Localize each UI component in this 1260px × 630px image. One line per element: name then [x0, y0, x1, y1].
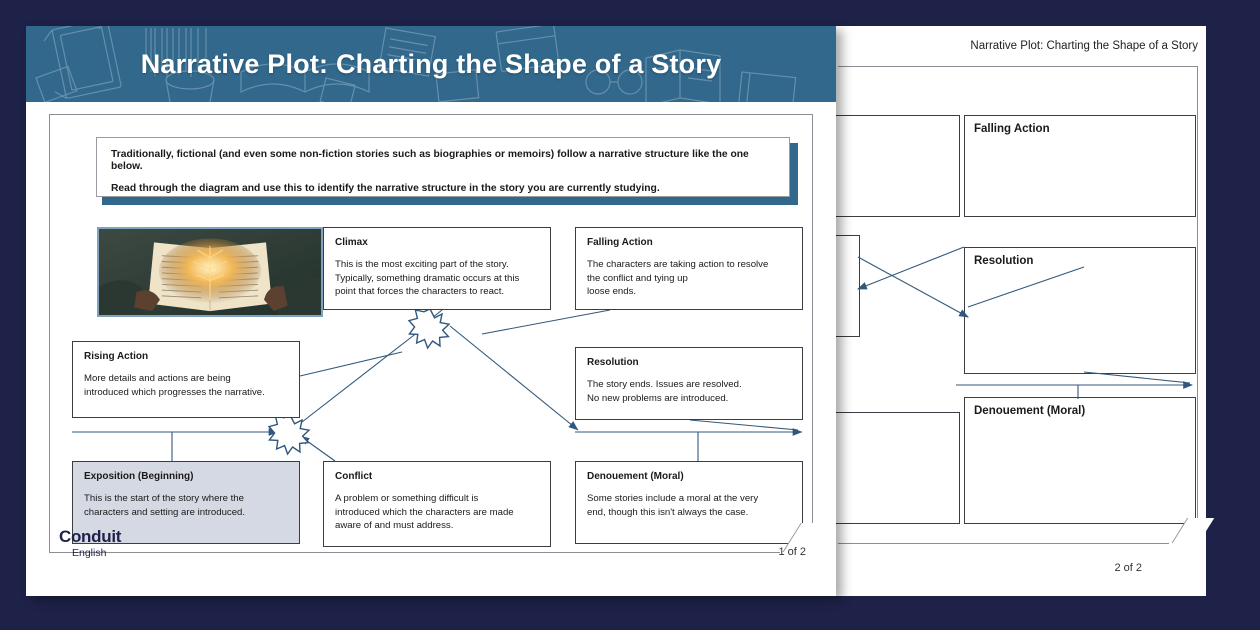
instruction-line-2: Read through the diagram and use this to…	[111, 182, 660, 194]
box-rising-action-title: Rising Action	[84, 351, 149, 362]
worksheet-page-1: Narrative Plot: Charting the Shape of a …	[26, 26, 836, 596]
box-climax-title: Climax	[335, 237, 368, 248]
box-climax[interactable]: Climax This is the most exciting part of…	[323, 227, 551, 310]
page2-content-frame: Falling Action Resolution Denouement (Mo…	[658, 66, 1215, 544]
page1-fold-mask	[780, 552, 814, 553]
callout-body: Traditionally, fictional (and even some …	[96, 137, 790, 197]
page2-fold-mask	[1169, 543, 1199, 544]
conduit-logo: Conduit English	[59, 528, 121, 559]
box-falling-action-title: Falling Action	[587, 237, 653, 248]
open-book-photo	[97, 227, 323, 317]
box-resolution-title: Resolution	[587, 357, 639, 368]
instruction-line-1: Traditionally, fictional (and even some …	[111, 149, 749, 173]
burst-climax-icon	[407, 308, 451, 350]
page2-box-denouement-title: Denouement (Moral)	[974, 405, 1086, 417]
box-denouement-title: Denouement (Moral)	[587, 471, 684, 482]
box-falling-action-description: The characters are taking action to reso…	[587, 259, 769, 298]
page2-box-falling-action[interactable]: Falling Action	[964, 115, 1196, 217]
box-resolution-description: The story ends. Issues are resolved. No …	[587, 379, 742, 404]
box-conflict-description: A problem or something difficult is intr…	[335, 493, 514, 532]
box-conflict[interactable]: Conflict A problem or something difficul…	[323, 461, 551, 547]
box-rising-action[interactable]: Rising Action More details and actions a…	[72, 341, 300, 418]
box-rising-action-description: More details and actions are being intro…	[84, 373, 265, 398]
page2-box-resolution-title: Resolution	[974, 255, 1034, 267]
box-exposition-description: This is the start of the story where the…	[84, 493, 246, 518]
box-falling-action[interactable]: Falling Action The characters are taking…	[575, 227, 803, 310]
page2-page-number: 2 of 2	[1114, 562, 1142, 574]
open-book-photo-icon	[99, 229, 321, 315]
page-title: Narrative Plot: Charting the Shape of a …	[140, 48, 722, 79]
box-climax-description: This is the most exciting part of the st…	[335, 259, 520, 298]
box-conflict-title: Conflict	[335, 471, 373, 482]
box-resolution[interactable]: Resolution The story ends. Issues are re…	[575, 347, 803, 420]
page2-connectors	[856, 246, 1194, 399]
box-denouement-description: Some stories include a moral at the very…	[587, 493, 759, 518]
instructions-callout: Traditionally, fictional (and even some …	[96, 137, 798, 205]
title-banner: Narrative Plot: Charting the Shape of a …	[26, 26, 836, 102]
box-exposition[interactable]: Exposition (Beginning) This is the start…	[72, 461, 300, 544]
box-denouement[interactable]: Denouement (Moral) Some stories include …	[575, 461, 803, 544]
logo-subject: English	[72, 546, 107, 559]
page1-page-number: 1 of 2	[778, 546, 806, 558]
content-frame: Traditionally, fictional (and even some …	[49, 114, 832, 553]
burst-conflict-icon	[267, 414, 311, 456]
page2-box-denouement[interactable]: Denouement (Moral)	[964, 397, 1196, 524]
page2-header: Narrative Plot: Charting the Shape of a …	[970, 40, 1198, 52]
worksheet-page-2: Narrative Plot: Charting the Shape of a …	[658, 26, 1215, 596]
logo-brand: Conduit	[59, 526, 122, 546]
page2-box-falling-action-title: Falling Action	[974, 123, 1050, 135]
box-exposition-title: Exposition (Beginning)	[84, 471, 194, 482]
book-doodle-pattern-icon	[35, 26, 797, 102]
frame-top-rule	[49, 114, 813, 115]
